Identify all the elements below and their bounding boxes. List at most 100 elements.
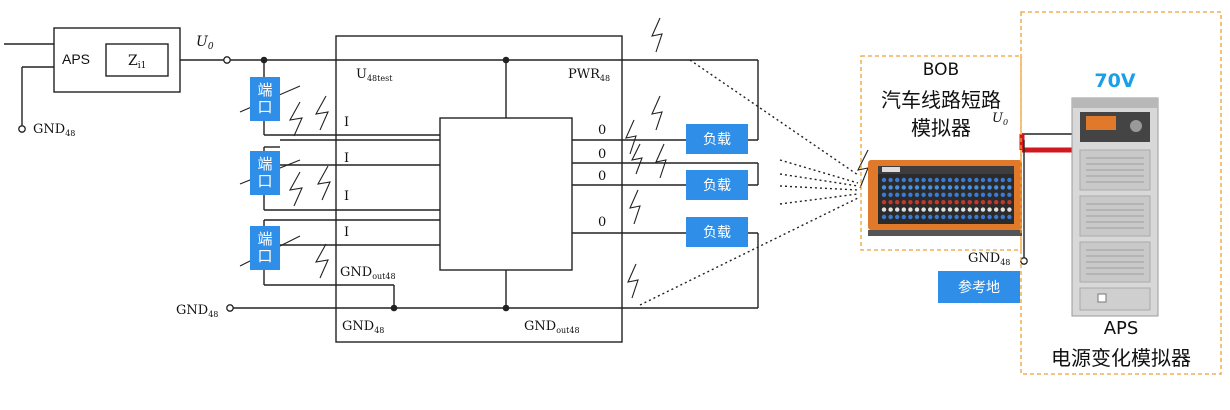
connector-pin: [974, 214, 979, 220]
bob-name-line1: 汽车线路短路: [881, 88, 1001, 112]
bob-u0-label: U0: [992, 111, 1008, 127]
connector-pin: [914, 214, 920, 220]
output-mark-2: 0: [598, 147, 606, 162]
connector-pin: [921, 192, 926, 197]
connector-pin: [888, 200, 893, 205]
port-text: 端口: [257, 230, 273, 265]
dut-gnd-out-label: GNDout48: [524, 319, 580, 335]
gnd-left-label: GND48: [176, 303, 218, 319]
connector-pin: [901, 192, 906, 197]
connector-pin: [974, 207, 979, 212]
connector-pin: [914, 185, 920, 190]
connector-pin: [914, 200, 920, 205]
port-label-1: 端口: [250, 77, 280, 121]
connector-pin: [980, 214, 986, 220]
bolt-icon: [288, 101, 303, 137]
source-gnd-node: [18, 125, 26, 133]
connector-pin: [961, 200, 966, 205]
port-label-3: 端口: [250, 226, 280, 270]
connector-pin: [888, 177, 893, 183]
connector-pin: [895, 207, 900, 212]
connector-pin: [901, 200, 906, 205]
connector-pin: [1000, 177, 1005, 183]
connector-pin: [987, 214, 992, 220]
connector-pin: [1007, 185, 1012, 190]
connector-pin: [881, 192, 887, 197]
connector-pin: [941, 200, 946, 205]
connector-pin: [921, 177, 926, 183]
connector-pin: [987, 207, 992, 212]
dut-outer-box: [335, 35, 623, 343]
connector-pin: [1007, 200, 1012, 205]
impedance-label: Zi1: [128, 53, 146, 71]
connector-pin: [961, 185, 966, 190]
bolt-icon: [651, 95, 663, 131]
connector-pin: [921, 200, 926, 205]
bolt-icon: [316, 165, 331, 201]
connector-pin: [987, 185, 992, 190]
connector-pin: [961, 192, 966, 197]
gnd-left-node: [226, 304, 234, 312]
connector-pin: [934, 185, 939, 190]
aps-frame: [1020, 11, 1222, 375]
impedance-box: [105, 43, 169, 77]
connector-pin: [954, 185, 959, 190]
input-mark-1: I: [344, 115, 349, 130]
connector-pin: [1000, 214, 1005, 220]
output-mark-3: 0: [598, 169, 606, 184]
connector-pin: [954, 192, 959, 197]
connector-pin: [987, 200, 992, 205]
connector-pin: [888, 214, 893, 220]
connector-pin: [980, 200, 986, 205]
connector-pin: [901, 177, 906, 183]
connector-pin: [901, 207, 906, 212]
connector-pin: [1000, 192, 1005, 197]
connector-pin: [895, 200, 900, 205]
input-mark-2: I: [344, 151, 349, 166]
connector-pin: [908, 192, 913, 197]
connector-pin: [1007, 207, 1012, 212]
connector-pin: [895, 214, 900, 220]
connector-pin: [987, 177, 992, 183]
aps-device-name: 电源变化模拟器: [1051, 346, 1191, 370]
connector-pin: [941, 185, 946, 190]
connector-pin: [928, 192, 933, 197]
connector-pin: [928, 177, 933, 183]
connector-pin: [941, 192, 946, 197]
bob-connector-pins: [881, 177, 1012, 220]
connector-pin: [928, 185, 933, 190]
bob-gnd-node: [1020, 257, 1028, 265]
connector-pin: [980, 207, 986, 212]
connector-pin: [908, 185, 913, 190]
connector-pin: [914, 192, 920, 197]
u0-label: U0: [196, 34, 214, 52]
connector-pin: [974, 200, 979, 205]
bolt-icon: [655, 143, 667, 179]
connector-pin: [895, 192, 900, 197]
load-label-2: 负载: [686, 170, 748, 200]
dotted-link: [779, 173, 859, 187]
bolt-icon: [314, 95, 329, 131]
connector-pin: [908, 200, 913, 205]
connector-pin: [967, 207, 972, 212]
dut-pwr-label: PWR48: [568, 67, 610, 83]
connector-pin: [947, 200, 953, 205]
connector-pin: [974, 185, 979, 190]
connector-pin: [974, 177, 979, 183]
connector-pin: [908, 177, 913, 183]
bolt-icon: [625, 119, 637, 155]
connector-pin: [994, 177, 999, 183]
connector-pin: [967, 200, 972, 205]
connector-pin: [941, 207, 946, 212]
connector-pin: [1000, 200, 1005, 205]
load-label-3: 负载: [686, 217, 748, 247]
connector-pin: [941, 214, 946, 220]
connector-pin: [947, 177, 953, 183]
bolt-icon: [288, 171, 303, 207]
connector-pin: [947, 185, 953, 190]
bolt-icon: [314, 243, 329, 279]
connector-pin: [947, 192, 953, 197]
connector-pin: [1000, 207, 1005, 212]
